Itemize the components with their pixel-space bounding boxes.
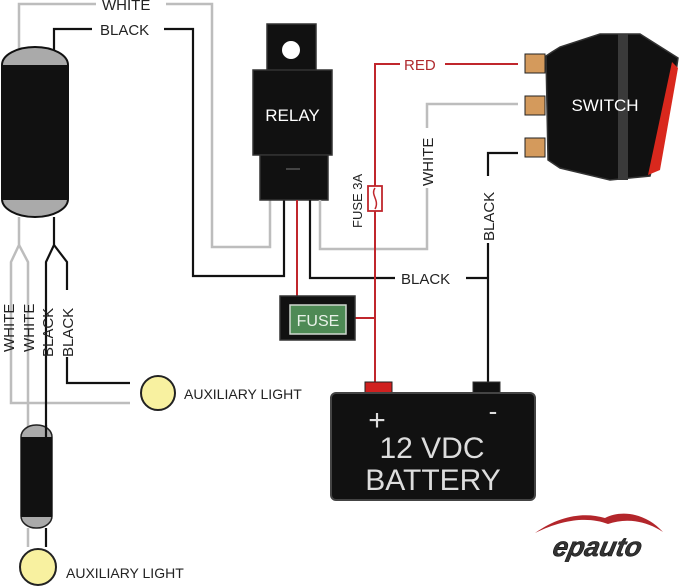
top-white-label: WHITE bbox=[102, 0, 150, 14]
harness-branch-wires: WHITE WHITE BLACK BLACK bbox=[1, 217, 130, 440]
switch-white-wire: WHITE bbox=[318, 102, 518, 251]
harness-black-label-1: BLACK bbox=[40, 308, 57, 357]
auxiliary-light-1: AUXILIARY LIGHT bbox=[140, 375, 302, 411]
logo-text: epauto bbox=[550, 531, 645, 562]
fuse-holder: FUSE bbox=[279, 295, 356, 341]
battery-line1: 12 VDC bbox=[379, 432, 484, 465]
top-black-wire: BLACK bbox=[52, 22, 286, 278]
battery-line2: BATTERY bbox=[365, 464, 501, 497]
harness-white-label-2: WHITE bbox=[21, 304, 38, 352]
relay-black-label: BLACK bbox=[401, 271, 450, 288]
battery-plus: + bbox=[368, 404, 386, 437]
battery-minus: - bbox=[489, 396, 498, 426]
switch-terminal bbox=[524, 95, 546, 116]
light-icon bbox=[19, 548, 57, 586]
epauto-logo: epauto bbox=[535, 513, 663, 562]
relay-black-wire: BLACK bbox=[308, 200, 488, 288]
inline-fuse-label: FUSE 3A bbox=[350, 173, 365, 228]
top-black-label: BLACK bbox=[100, 22, 149, 39]
switch-white-label: WHITE bbox=[420, 138, 437, 186]
red-label: RED bbox=[404, 57, 436, 74]
switch-terminal bbox=[524, 53, 546, 74]
harness-sleeve-large bbox=[1, 46, 69, 218]
harness-sleeve-small bbox=[20, 424, 53, 547]
switch-terminal bbox=[524, 137, 546, 158]
mount-hole-icon bbox=[282, 41, 300, 59]
auxiliary-light-2: AUXILIARY LIGHT bbox=[19, 548, 184, 586]
relay-label: RELAY bbox=[265, 106, 320, 125]
switch-black-label: BLACK bbox=[481, 192, 498, 241]
aux-light-2-label: AUXILIARY LIGHT bbox=[66, 565, 184, 581]
harness-black-label-2: BLACK bbox=[60, 308, 77, 357]
aux-light-1-label: AUXILIARY LIGHT bbox=[184, 386, 302, 402]
fuse-label: FUSE bbox=[297, 313, 340, 330]
switch-black-wire: BLACK bbox=[481, 151, 518, 383]
battery: + - 12 VDC BATTERY bbox=[330, 381, 536, 501]
red-wire: RED FUSE 3A bbox=[350, 57, 518, 383]
top-white-wire: WHITE bbox=[17, 0, 272, 249]
light-icon bbox=[140, 375, 176, 411]
harness-white-label-1: WHITE bbox=[1, 304, 18, 352]
switch-label: SWITCH bbox=[571, 96, 638, 115]
relay: RELAY bbox=[252, 23, 333, 201]
rocker-switch: SWITCH bbox=[524, 33, 679, 181]
